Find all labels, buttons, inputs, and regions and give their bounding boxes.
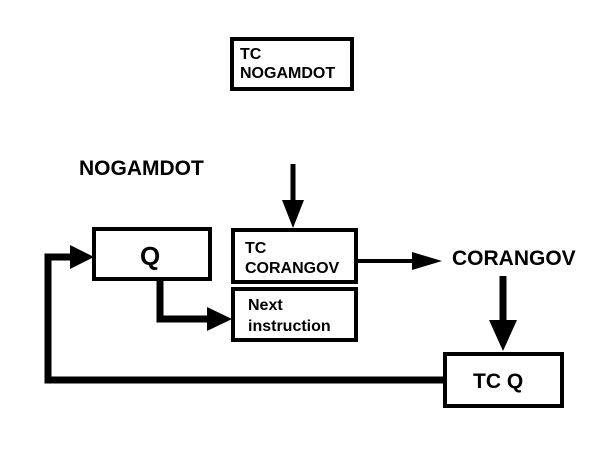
arrow-down-to-tc-corangov [282,164,304,228]
tc-corangov-line1: TC [245,240,267,257]
next-instruction-box: Next instruction [231,287,358,342]
q-box: Q [92,227,212,281]
tc-nogamdot-box: TC NOGAMDOT [230,37,354,91]
arrow-q-to-next-instruction [156,280,232,331]
corangov-label: CORANGOV [452,247,576,270]
tc-nogamdot-line1: TC [240,46,262,63]
tc-q-label: TC Q [473,370,524,393]
nogamdot-label: NOGAMDOT [79,157,204,180]
tc-corangov-line2: CORANGOV [245,260,340,277]
tc-nogamdot-line2: NOGAMDOT [240,65,336,82]
q-box-label: Q [140,241,161,271]
tc-corangov-box: TC CORANGOV [231,228,358,284]
loop-arrow-tc-q-to-q [44,245,444,384]
tc-q-box: TC Q [443,352,564,408]
arrow-down-to-tc-q [489,276,517,351]
next-instruction-line2: instruction [248,318,331,335]
next-instruction-line1: Next [248,297,283,314]
arrow-right-to-corangov [357,252,442,270]
